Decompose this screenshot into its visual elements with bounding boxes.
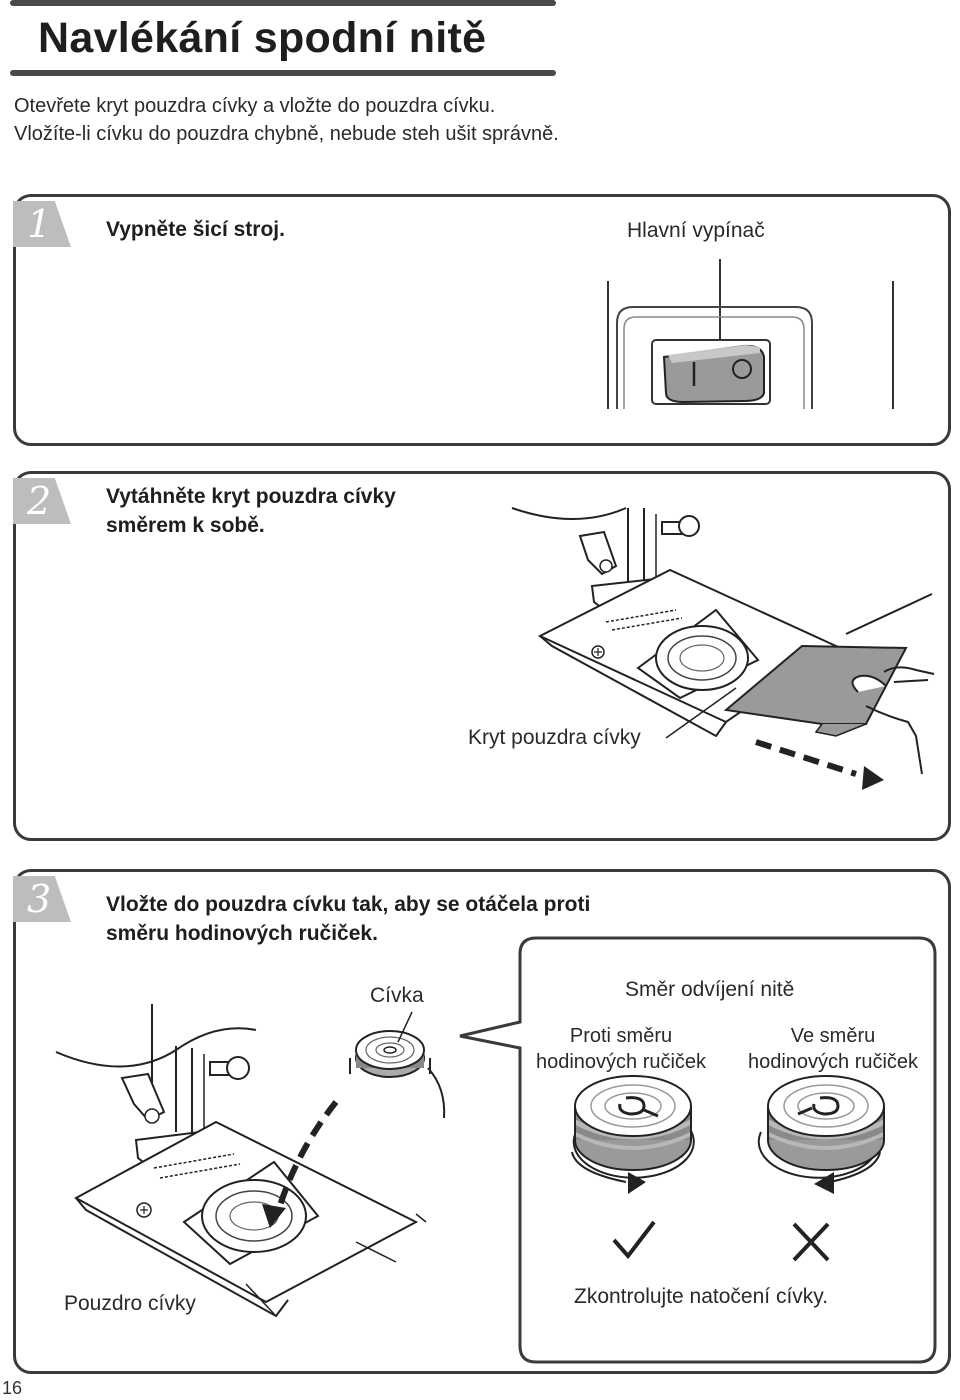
step-2-text: Vytáhněte kryt pouzdra cívky směrem k so… [106, 482, 396, 540]
unwind-direction-label: Směr odvíjení nitě [625, 978, 795, 1001]
bobbin-direction-illustration [571, 1075, 886, 1262]
bobbin-insert-illustration [55, 1004, 446, 1318]
checkmark-icon [612, 1220, 656, 1260]
bobbin-case-label: Pouzdro cívky [64, 1292, 196, 1315]
step-2-panel: 2 Vytáhněte kryt pouzdra cívky směrem k … [13, 471, 951, 841]
clockwise-line-1: Ve směru [790, 1025, 876, 1047]
power-switch-illustration [607, 259, 894, 409]
step-2-number: 2 [13, 478, 71, 524]
step-3-text: Vložte do pouzdra cívku tak, aby se otáč… [106, 890, 590, 948]
bobbin-cover-label: Kryt pouzdra cívky [468, 726, 641, 749]
title-rule-top [10, 0, 556, 6]
clockwise-label: Ve směru hodinových ručiček [728, 1023, 938, 1075]
power-switch-label: Hlavní vypínač [627, 219, 765, 242]
step-3-panel: 3 Vložte do pouzdra cívku tak, aby se ot… [13, 869, 951, 1374]
counterclockwise-line-1: Proti směru [569, 1025, 673, 1047]
step-1-line-1: Vypněte šicí stroj. [106, 218, 285, 241]
counterclockwise-label: Proti směru hodinových ručiček [516, 1023, 726, 1075]
bobbin-clockwise [757, 1075, 886, 1194]
page-title: Navlékání spodní nitě [38, 14, 487, 62]
step-3-line-2: směru hodinových ručiček. [106, 922, 378, 945]
step-1-text: Vypněte šicí stroj. [106, 215, 285, 244]
check-orientation-label: Zkontrolujte natočení cívky. [574, 1285, 829, 1308]
bobbin-counterclockwise [571, 1075, 695, 1194]
step-2-line-1: Vytáhněte kryt pouzdra cívky [106, 485, 396, 508]
title-rule-bottom [10, 70, 556, 76]
callout-frame [459, 936, 937, 1364]
clockwise-line-2: hodinových ručiček [747, 1051, 919, 1073]
step-2-line-2: směrem k sobě. [106, 514, 265, 537]
step-3-line-1: Vložte do pouzdra cívku tak, aby se otáč… [106, 893, 591, 916]
counterclockwise-line-2: hodinových ručiček [535, 1051, 707, 1073]
intro-line-1: Otevřete kryt pouzdra cívky a vložte do … [14, 95, 496, 117]
step-1-panel: 1 Vypněte šicí stroj. Hlavní vypínač [13, 194, 951, 446]
intro-text: Otevřete kryt pouzdra cívky a vložte do … [14, 92, 559, 148]
bobbin-label: Cívka [370, 984, 424, 1007]
intro-line-2: Vložíte-li cívku do pouzdra chybně, nebu… [14, 123, 559, 145]
bobbin-cover-illustration [511, 507, 935, 790]
page-number: 16 [2, 1378, 23, 1398]
cross-icon [792, 1222, 830, 1262]
